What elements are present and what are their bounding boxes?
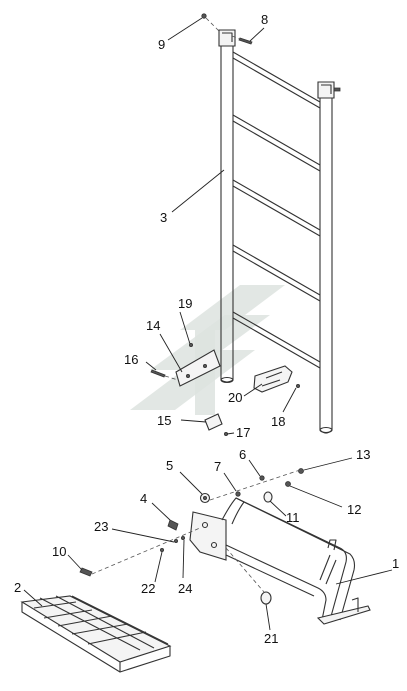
callout-20: 20 xyxy=(228,390,242,405)
callout-19: 19 xyxy=(178,296,192,311)
callout-4: 4 xyxy=(140,491,147,506)
nut-part-12 xyxy=(285,481,291,487)
pin-top-right xyxy=(333,87,341,92)
small-part-23 xyxy=(173,539,178,544)
watermark-logo xyxy=(130,285,285,415)
callout-10: 10 xyxy=(52,544,66,559)
ring-part-9 xyxy=(201,13,207,19)
bushing-part-11 xyxy=(263,491,273,503)
washer-part-13 xyxy=(298,468,304,474)
callout-21: 21 xyxy=(264,631,278,646)
callout-1: 1 xyxy=(392,556,399,571)
callout-labels: 9 8 3 19 14 16 20 18 15 17 5 7 6 11 12 1… xyxy=(14,12,399,646)
nut-part-5 xyxy=(199,492,211,504)
callout-8: 8 xyxy=(261,12,268,27)
bolt-part-10 xyxy=(79,567,93,577)
small-part-19 xyxy=(188,342,193,347)
callout-3: 3 xyxy=(160,210,167,225)
ladder-part-3 xyxy=(218,29,335,434)
pin-part-8 xyxy=(238,37,253,45)
callout-9: 9 xyxy=(158,37,165,52)
callout-5: 5 xyxy=(166,458,173,473)
callout-2: 2 xyxy=(14,580,21,595)
spacer-part-21 xyxy=(260,591,272,605)
callout-11: 11 xyxy=(286,510,300,525)
bracket-plate-part-14 xyxy=(175,349,221,387)
plate-part-15 xyxy=(204,413,223,431)
latch-part-20 xyxy=(253,365,300,393)
small-part-22 xyxy=(159,548,164,553)
small-part-24 xyxy=(180,536,185,541)
callout-17: 17 xyxy=(236,425,250,440)
frame-part-1 xyxy=(189,497,371,625)
callout-22: 22 xyxy=(141,581,155,596)
callout-23: 23 xyxy=(94,519,108,534)
callout-13: 13 xyxy=(356,447,370,462)
callout-16: 16 xyxy=(124,352,138,367)
bolt-part-4 xyxy=(167,519,179,531)
callout-6: 6 xyxy=(239,447,246,462)
callout-24: 24 xyxy=(178,581,192,596)
callout-7: 7 xyxy=(214,459,221,474)
callout-15: 15 xyxy=(157,413,171,428)
callout-12: 12 xyxy=(347,502,361,517)
step-tray-part-2 xyxy=(20,595,172,673)
washer-part-6 xyxy=(259,475,265,481)
callout-14: 14 xyxy=(146,318,160,333)
leader-lines xyxy=(23,17,393,631)
washer-part-7 xyxy=(235,491,241,497)
callout-18: 18 xyxy=(271,414,285,429)
screw-part-16 xyxy=(150,369,166,378)
